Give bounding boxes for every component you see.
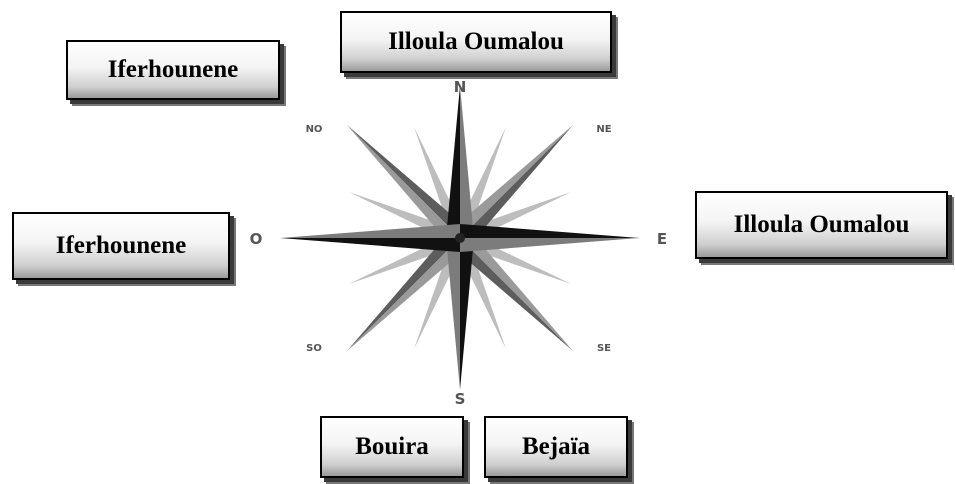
compass-label-so: SO [306, 343, 322, 354]
label-box-northwest: Iferhounene [66, 40, 280, 100]
label-box-southwest: Bouira [320, 416, 464, 478]
label-east-text: Illoula Oumalou [734, 211, 910, 239]
label-box-southeast: Bejaïa [484, 416, 628, 478]
label-box-east: Illoula Oumalou [695, 191, 948, 259]
compass-label-ne: NE [596, 124, 611, 135]
compass-label-no: NO [306, 124, 323, 135]
label-southwest-text: Bouira [355, 433, 429, 461]
compass-label-s: S [455, 390, 466, 408]
compass-label-se: SE [597, 343, 611, 354]
label-west-text: Iferhounene [56, 232, 187, 260]
compass-label-n: N [454, 78, 467, 96]
compass-label-e: E [657, 230, 667, 248]
label-box-north: Illoula Oumalou [340, 11, 612, 73]
label-box-west: Iferhounene [12, 212, 230, 280]
compass-center [455, 233, 465, 243]
label-northwest-text: Iferhounene [108, 56, 239, 84]
compass-label-o: O [250, 230, 263, 248]
label-southeast-text: Bejaïa [522, 433, 590, 461]
label-north-text: Illoula Oumalou [388, 28, 564, 56]
